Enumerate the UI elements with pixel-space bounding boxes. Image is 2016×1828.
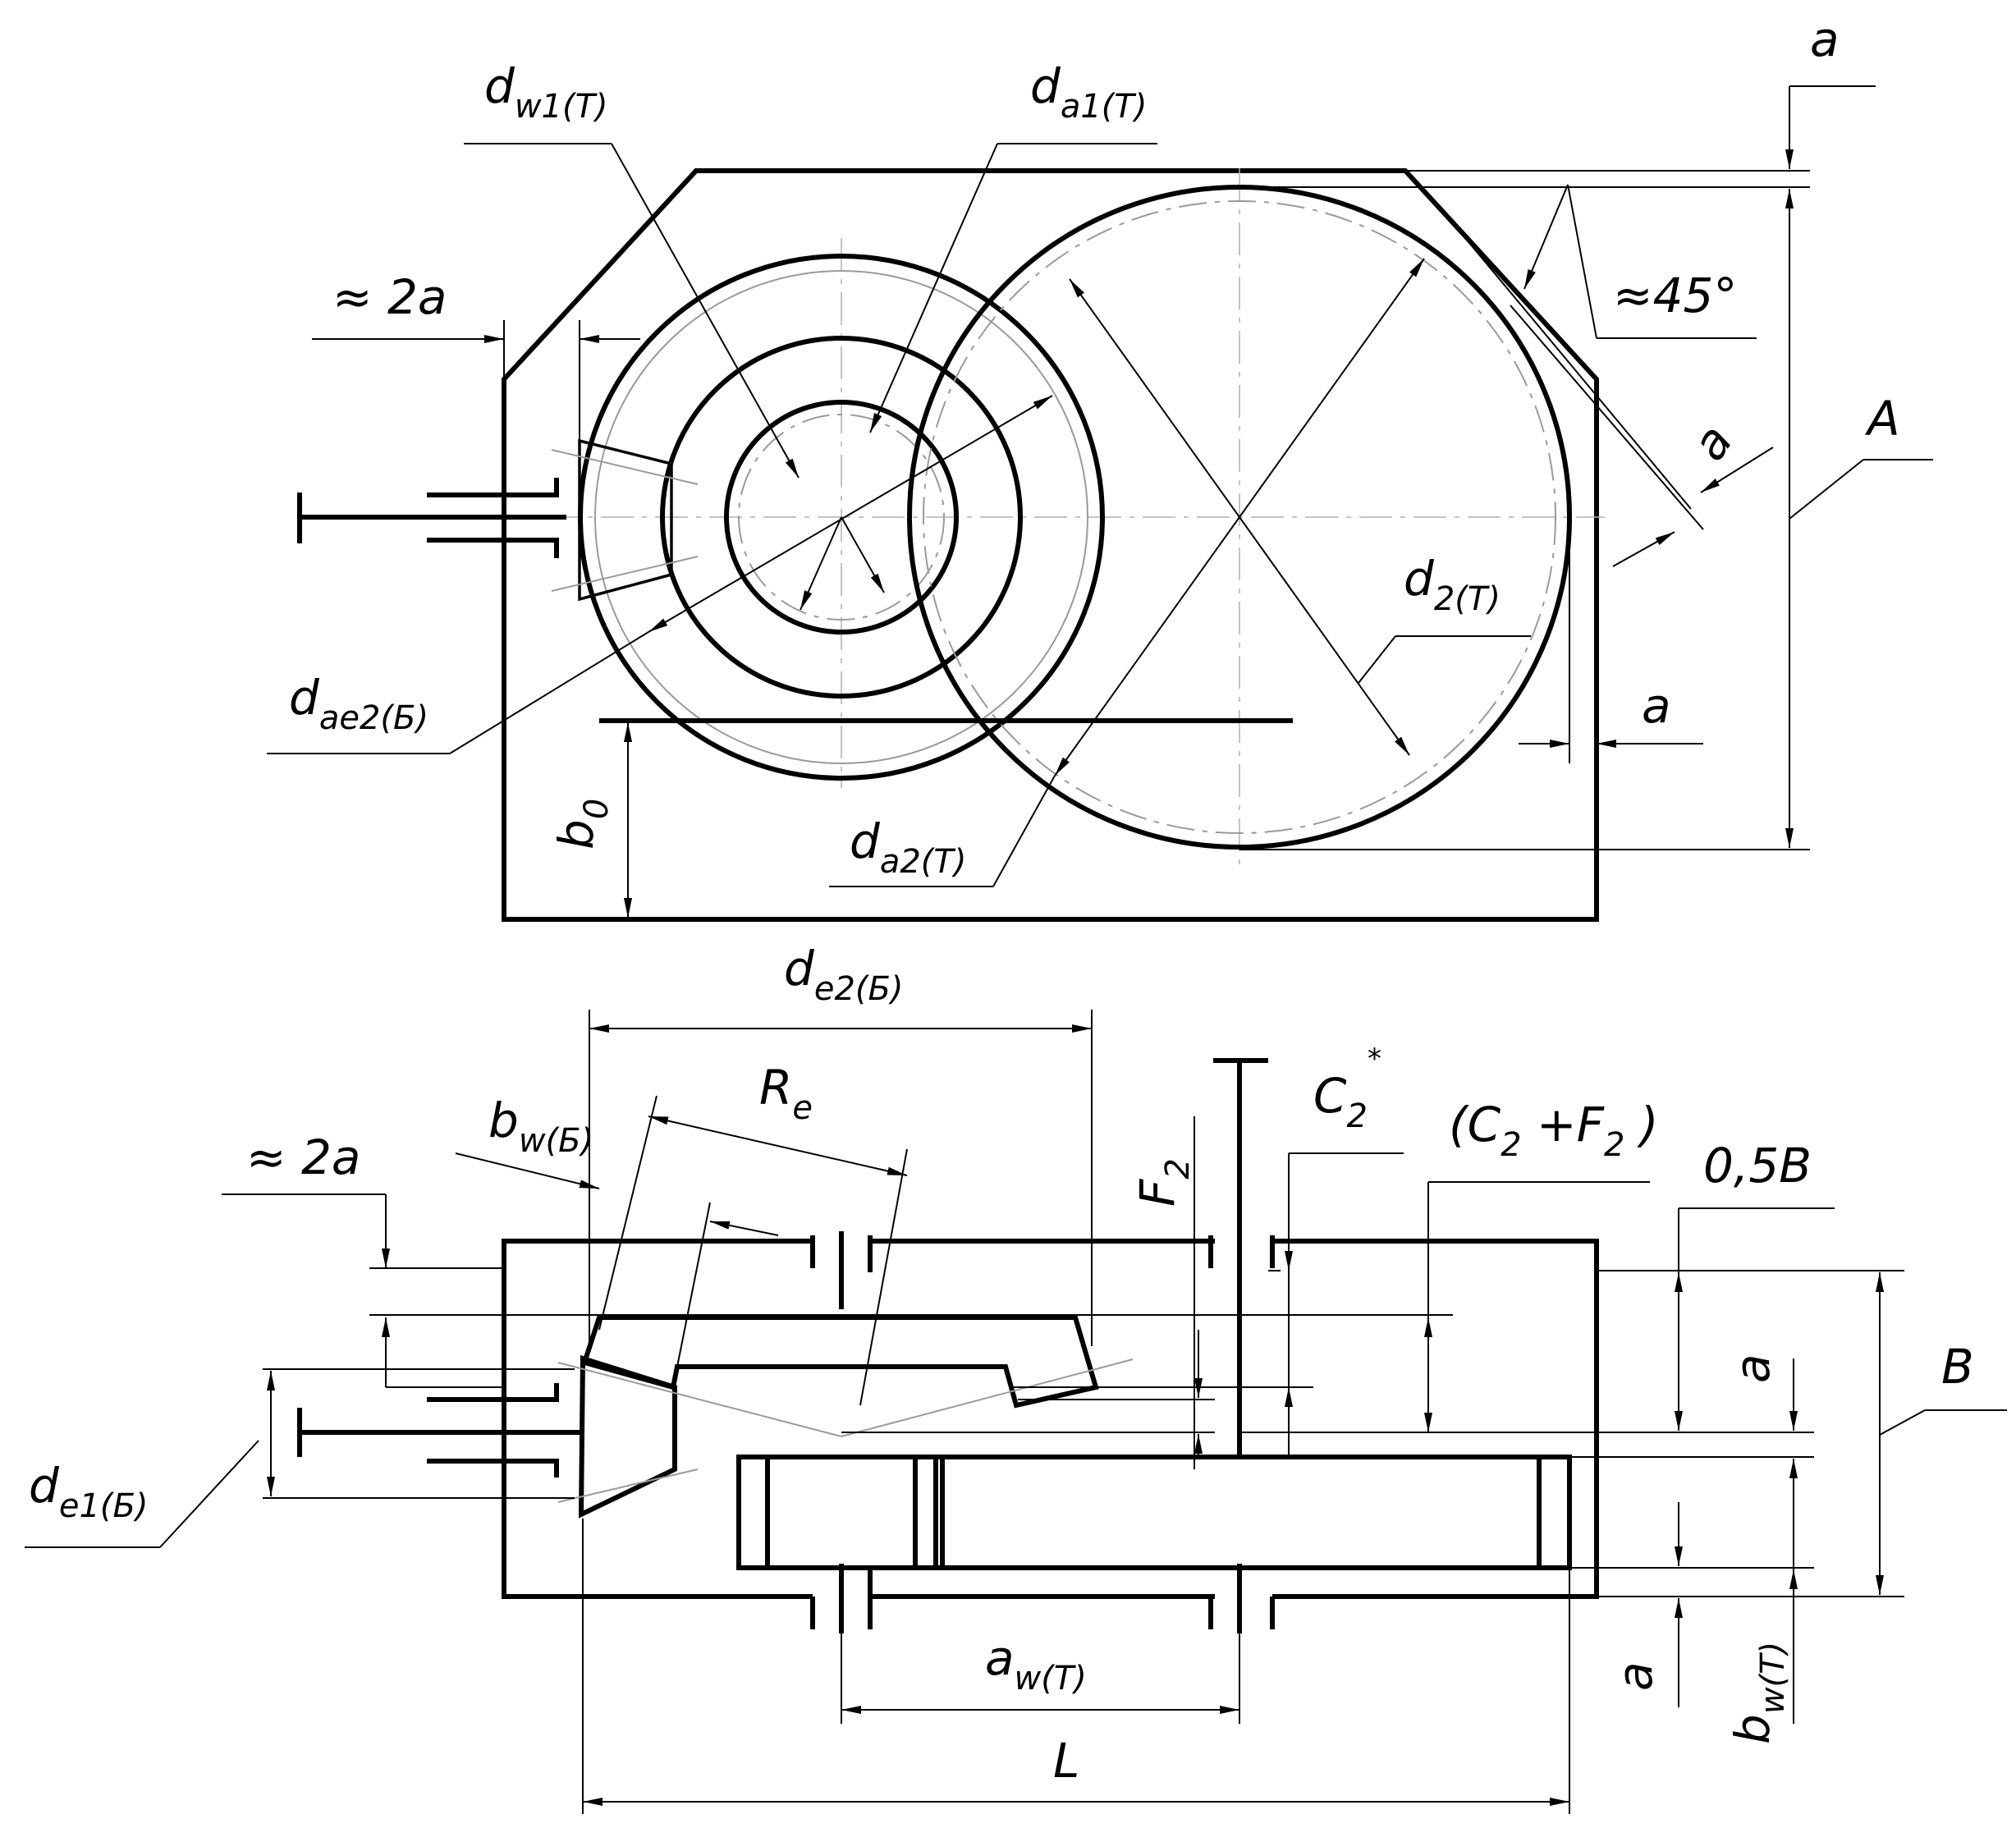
d2-leader: [1358, 635, 1396, 684]
label-angle: ≈45°: [1613, 268, 1737, 323]
label-a-bot1: a: [1725, 1354, 1780, 1383]
top-view: [267, 85, 1933, 922]
spur-wheel-rect: [913, 1455, 1572, 1570]
label-a-bot2: a: [1607, 1661, 1663, 1691]
cone-line-2: [841, 1358, 1134, 1437]
bevel-pinion-section: [578, 438, 673, 602]
label-B: B: [1941, 1339, 1974, 1395]
da2-leader: [992, 775, 1056, 887]
bottom-housing-left: [502, 1239, 813, 1599]
label-dw1: dw1(T): [484, 58, 608, 126]
labels: a dw1(T) da1(T) ≈ 2a ≈45° A a d2(T) a da…: [29, 11, 1974, 1789]
input-shaft-seal-top: [427, 478, 559, 497]
bevel-wheel-section: [581, 1315, 1099, 1409]
bw-ext: [672, 1202, 711, 1388]
bottom-view: [25, 1010, 2007, 1814]
da2-arrow: [1054, 258, 1425, 777]
input-seal-side-bot: [427, 1459, 559, 1478]
dae2-arrow: [648, 395, 1053, 633]
cone-line-1: [557, 1362, 842, 1437]
bevel-pinion-side: [578, 1354, 677, 1519]
label-F2: F2: [1129, 1158, 1197, 1207]
B-leader: [1879, 1409, 1926, 1436]
label-b0: b0: [548, 799, 616, 850]
bearing-cap-2-bot: [1208, 1597, 1275, 1629]
top-housing-outline: [502, 168, 1599, 922]
label-half-B: 0,5B: [1703, 1138, 1812, 1193]
spur-pinion-rect: [736, 1455, 938, 1570]
A-leader: [1789, 459, 1864, 520]
angle-arrow: [1523, 184, 1569, 290]
label-de2: de2(Б): [784, 941, 904, 1008]
label-da2: da2(T): [850, 813, 966, 881]
label-aw: aw(T): [985, 1630, 1087, 1697]
label-Re: Re: [759, 1060, 813, 1127]
Re-dim: [648, 1116, 908, 1176]
label-two-a-top: ≈ 2a: [332, 269, 447, 325]
dae2-leader: [449, 631, 649, 754]
label-A: A: [1864, 391, 1900, 447]
label-a-diag: a: [1681, 415, 1743, 470]
bearing-cap-1-bot: [810, 1597, 873, 1629]
Re-ext-2: [859, 1148, 908, 1406]
label-a-top: a: [1810, 11, 1840, 67]
angle-leader: [1567, 184, 1597, 339]
bottom-housing-mid: [868, 1239, 1215, 1599]
label-de1: de1(Б): [29, 1458, 149, 1525]
bottom-housing-right: [1272, 1239, 1599, 1599]
a-diag-arrow-2: [1612, 531, 1675, 567]
label-two-a-bot: ≈ 2a: [246, 1129, 360, 1185]
Re-ext-1: [598, 1095, 657, 1331]
dw1-arrow-lower: [841, 516, 885, 593]
a-diag-arrow-1: [1700, 447, 1774, 493]
label-da1: da1(T): [1030, 58, 1147, 126]
label-a-right: a: [1642, 678, 1671, 734]
label-C2F2: (C2 +F2 ): [1449, 1097, 1659, 1164]
label-C2: C2*: [1313, 1042, 1381, 1135]
label-L: L: [1053, 1733, 1079, 1789]
dw1-leader-arrow: [611, 143, 800, 479]
label-d2: d2(T): [1404, 551, 1501, 618]
cone-line-3: [557, 1468, 699, 1503]
input-shaft-seal-bottom: [427, 538, 559, 558]
da1-leader-arrow: [869, 143, 998, 433]
bw-arrow-right: [709, 1221, 779, 1236]
chamfer-ext-2: [1510, 305, 1704, 530]
chamfer-ext-1: [1444, 213, 1692, 510]
de1-leader: [159, 1440, 259, 1548]
label-bwT: bw(T): [1725, 1642, 1792, 1744]
bw-arrow-left: [455, 1152, 600, 1189]
label-dae2: dae2(Б): [289, 670, 428, 737]
input-seal-side-top: [427, 1383, 559, 1402]
label-bw: bw(Б): [488, 1093, 593, 1160]
